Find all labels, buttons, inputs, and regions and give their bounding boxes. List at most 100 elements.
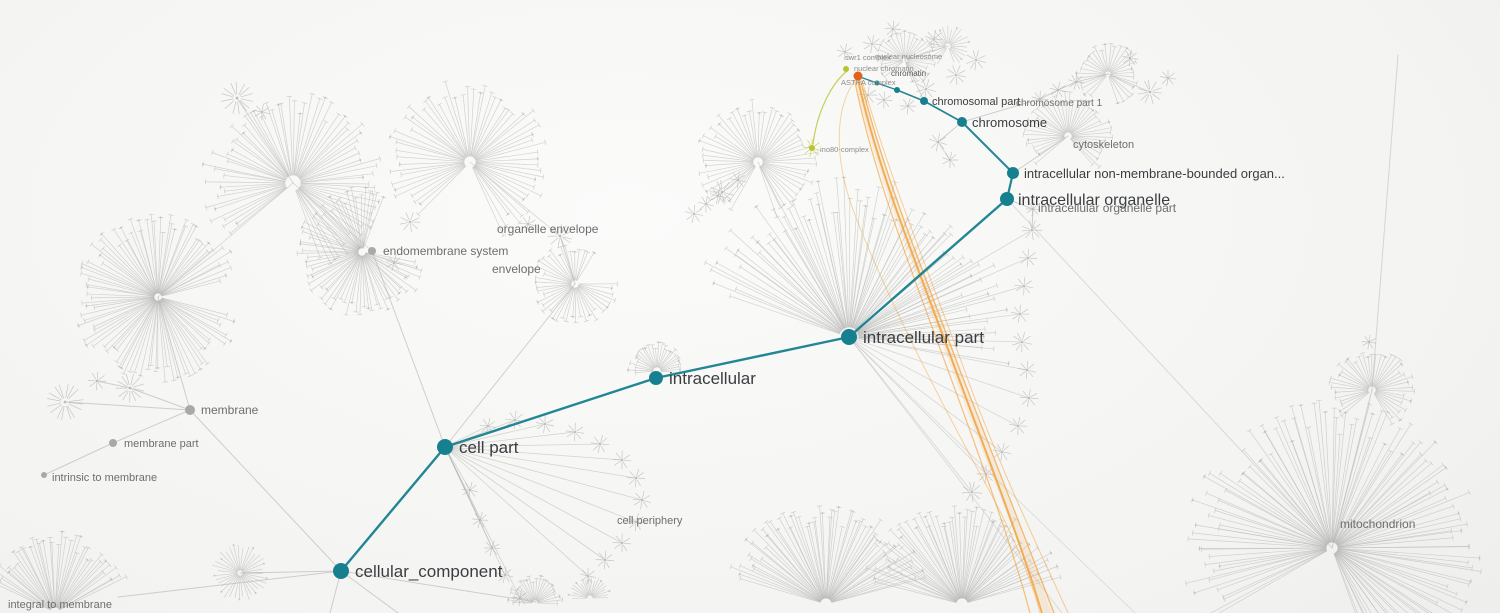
graph-label: organelle envelope — [497, 222, 599, 236]
node-intracellular-organelle[interactable] — [1000, 192, 1014, 206]
leaf-cluster — [915, 79, 937, 100]
leaf-cluster — [115, 374, 145, 403]
leaf-cluster — [875, 91, 893, 109]
graph-label: cytoskeleton — [1073, 139, 1134, 151]
leaf-cluster — [1019, 388, 1039, 408]
leaf-cluster — [1012, 331, 1033, 353]
graph-label: mitochondrion — [1340, 517, 1415, 531]
leaf-cluster — [709, 179, 734, 205]
graph-label: nuclear chromatin — [854, 64, 914, 73]
leaf-cluster — [836, 43, 854, 61]
graph-label: envelope — [492, 262, 541, 276]
leaf-cluster — [1361, 334, 1377, 350]
leaf-cluster — [945, 65, 967, 86]
leaf-cluster — [1049, 81, 1067, 99]
node-intrinsic-to-membrane[interactable] — [41, 472, 47, 478]
leaf-cluster — [612, 450, 632, 470]
leaf-cluster — [729, 171, 747, 189]
fan-cluster — [389, 80, 547, 238]
leaf-cluster — [802, 138, 821, 158]
node-path-node-b[interactable] — [874, 80, 880, 86]
fan-cluster — [698, 99, 819, 219]
leaf-cluster — [1025, 201, 1041, 217]
leaf-cluster — [1137, 79, 1163, 104]
leaf-cluster — [579, 567, 597, 585]
node-cellular-component[interactable] — [333, 563, 349, 579]
leaf-cluster — [565, 422, 585, 442]
fan-cluster — [703, 176, 1010, 367]
node-intracellular-non-membrane-bounded-organelle[interactable] — [1007, 167, 1019, 179]
node-path-node-a[interactable] — [894, 87, 900, 93]
fan-cluster — [201, 93, 382, 266]
leaf-cluster — [924, 29, 944, 49]
leaf-clusters — [46, 20, 1377, 607]
fan-cluster — [0, 530, 128, 611]
node-chromosome[interactable] — [957, 117, 967, 127]
leaf-cluster — [1018, 248, 1038, 268]
leaf-cluster — [511, 589, 529, 607]
highlight-flow-edge — [861, 79, 1069, 613]
leaf-cluster — [1008, 416, 1028, 436]
leaf-cluster — [626, 469, 646, 488]
highlight-path — [339, 76, 1015, 573]
fan-cluster — [1328, 352, 1415, 426]
fan-clusters — [0, 25, 1482, 613]
graph-label: intracellular organelle part — [1038, 201, 1177, 215]
leaf-cluster — [626, 513, 646, 532]
leaf-cluster — [595, 550, 615, 570]
node-label-membrane: membrane — [201, 403, 259, 417]
highlight-flow-edge — [838, 78, 1041, 613]
leaf-cluster — [483, 539, 501, 557]
leaf-cluster — [684, 204, 704, 224]
leaf-cluster — [496, 566, 514, 584]
graph-label: swr1 complex — [845, 53, 891, 62]
node-intracellular-part[interactable] — [841, 329, 857, 345]
node-membrane-part[interactable] — [109, 439, 117, 447]
graph-label: integral to membrane — [8, 599, 112, 611]
leaf-cluster — [929, 132, 948, 152]
leaf-cluster — [519, 215, 537, 233]
node-label-intracellular-non-membrane-bounded-organelle: intracellular non-membrane-bounded organ… — [1024, 166, 1285, 181]
node-cell-part[interactable] — [437, 439, 453, 455]
leaf-cluster — [1014, 276, 1034, 296]
node-label-intracellular-organelle: intracellular organelle — [1018, 192, 1170, 209]
node-highlight-a[interactable] — [843, 66, 849, 72]
fan-cluster — [1185, 399, 1482, 613]
leaf-cluster — [1021, 219, 1043, 241]
node-highlight-b[interactable] — [809, 145, 815, 151]
fan-cluster — [627, 341, 682, 376]
leaf-cluster — [1067, 73, 1085, 91]
node-label-cell-part: cell part — [459, 438, 519, 457]
term-labels: cellular_component cell part intracellular… — [8, 52, 1415, 611]
node-label-intrinsic-to-membrane: intrinsic to membrane — [52, 472, 157, 484]
leaf-cluster — [632, 490, 651, 510]
leaf-cluster — [535, 414, 555, 434]
leaf-cluster — [697, 195, 715, 213]
node-membrane[interactable] — [185, 405, 195, 415]
leaf-cluster — [87, 371, 107, 391]
leaf-cluster — [253, 103, 271, 121]
fan-cluster — [567, 577, 611, 599]
leaf-cluster — [221, 81, 254, 115]
leaf-cluster — [612, 533, 632, 553]
node-endomembrane-system[interactable] — [368, 247, 376, 255]
graph-label: ino80-complex — [820, 145, 869, 154]
highlight-flow-edge — [860, 81, 1055, 613]
node-label-cellular-component: cellular_component — [355, 562, 503, 581]
leaf-cluster — [941, 151, 959, 169]
node-intracellular[interactable] — [649, 371, 663, 385]
node-chromosomal-part[interactable] — [920, 97, 928, 105]
leaf-cluster — [547, 223, 572, 249]
highlight-flow-edge — [854, 81, 1031, 613]
leaf-cluster — [471, 511, 489, 529]
leaf-cluster — [1121, 49, 1139, 67]
leaf-cluster — [1010, 304, 1030, 324]
node-label-intracellular: intracellular — [669, 369, 756, 388]
leaf-cluster — [1031, 90, 1049, 108]
node-label-endomembrane-system: endomembrane system — [383, 244, 508, 258]
node-selected-term[interactable] — [853, 71, 863, 81]
fan-cluster — [77, 214, 236, 383]
node-label-membrane-part: membrane part — [124, 438, 199, 450]
